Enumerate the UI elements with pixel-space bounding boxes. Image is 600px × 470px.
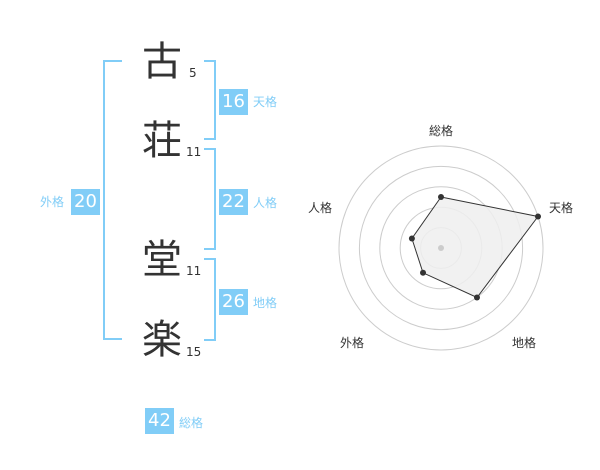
name-char-1: 古: [142, 39, 182, 85]
stroke-count-3: 11: [186, 264, 202, 278]
radar-point-5: [408, 235, 415, 242]
radar-data-polygon: [411, 196, 539, 299]
radar-axis-label-soukaku: 総格: [429, 124, 454, 138]
tenkaku-label: 天格: [253, 95, 278, 109]
radar-point-1: [438, 194, 444, 200]
radar-ring: [358, 165, 524, 331]
name-char-4: 楽: [142, 317, 182, 363]
jinkaku-label: 人格: [253, 196, 278, 210]
gaikaku-label: 外格: [40, 195, 65, 209]
name-char-2: 荘: [142, 118, 182, 164]
radar-point-2: [535, 213, 542, 220]
tenkaku-bracket: [204, 60, 216, 140]
radar-axis-label-jinkaku: 人格: [308, 201, 333, 215]
gaikaku-value-badge: 20: [71, 189, 100, 215]
jinkaku-value-badge: 22: [219, 189, 248, 215]
tenkaku-value-badge: 16: [219, 89, 248, 115]
chikaku-value-badge: 26: [219, 289, 248, 315]
radar-axis-label-gaikaku: 外格: [340, 336, 365, 350]
radar-point-4: [420, 269, 427, 276]
soukaku-value-badge: 42: [145, 408, 174, 434]
radar-axis-label-tenkaku: 天格: [549, 201, 574, 215]
radar-point-3: [473, 294, 480, 301]
chikaku-label: 地格: [253, 296, 278, 310]
stroke-count-4: 15: [186, 345, 202, 359]
gaikaku-bracket: [103, 60, 122, 340]
soukaku-label: 総格: [179, 416, 204, 430]
stroke-count-2: 11: [186, 145, 202, 159]
radar-ring: [338, 145, 544, 351]
name-char-3: 堂: [142, 237, 182, 283]
jinkaku-bracket: [204, 148, 216, 250]
chikaku-bracket: [204, 258, 216, 341]
stroke-count-1: 5: [189, 66, 197, 80]
radar-center-dot: [438, 245, 444, 251]
radar-axis-label-chikaku: 地格: [512, 336, 537, 350]
